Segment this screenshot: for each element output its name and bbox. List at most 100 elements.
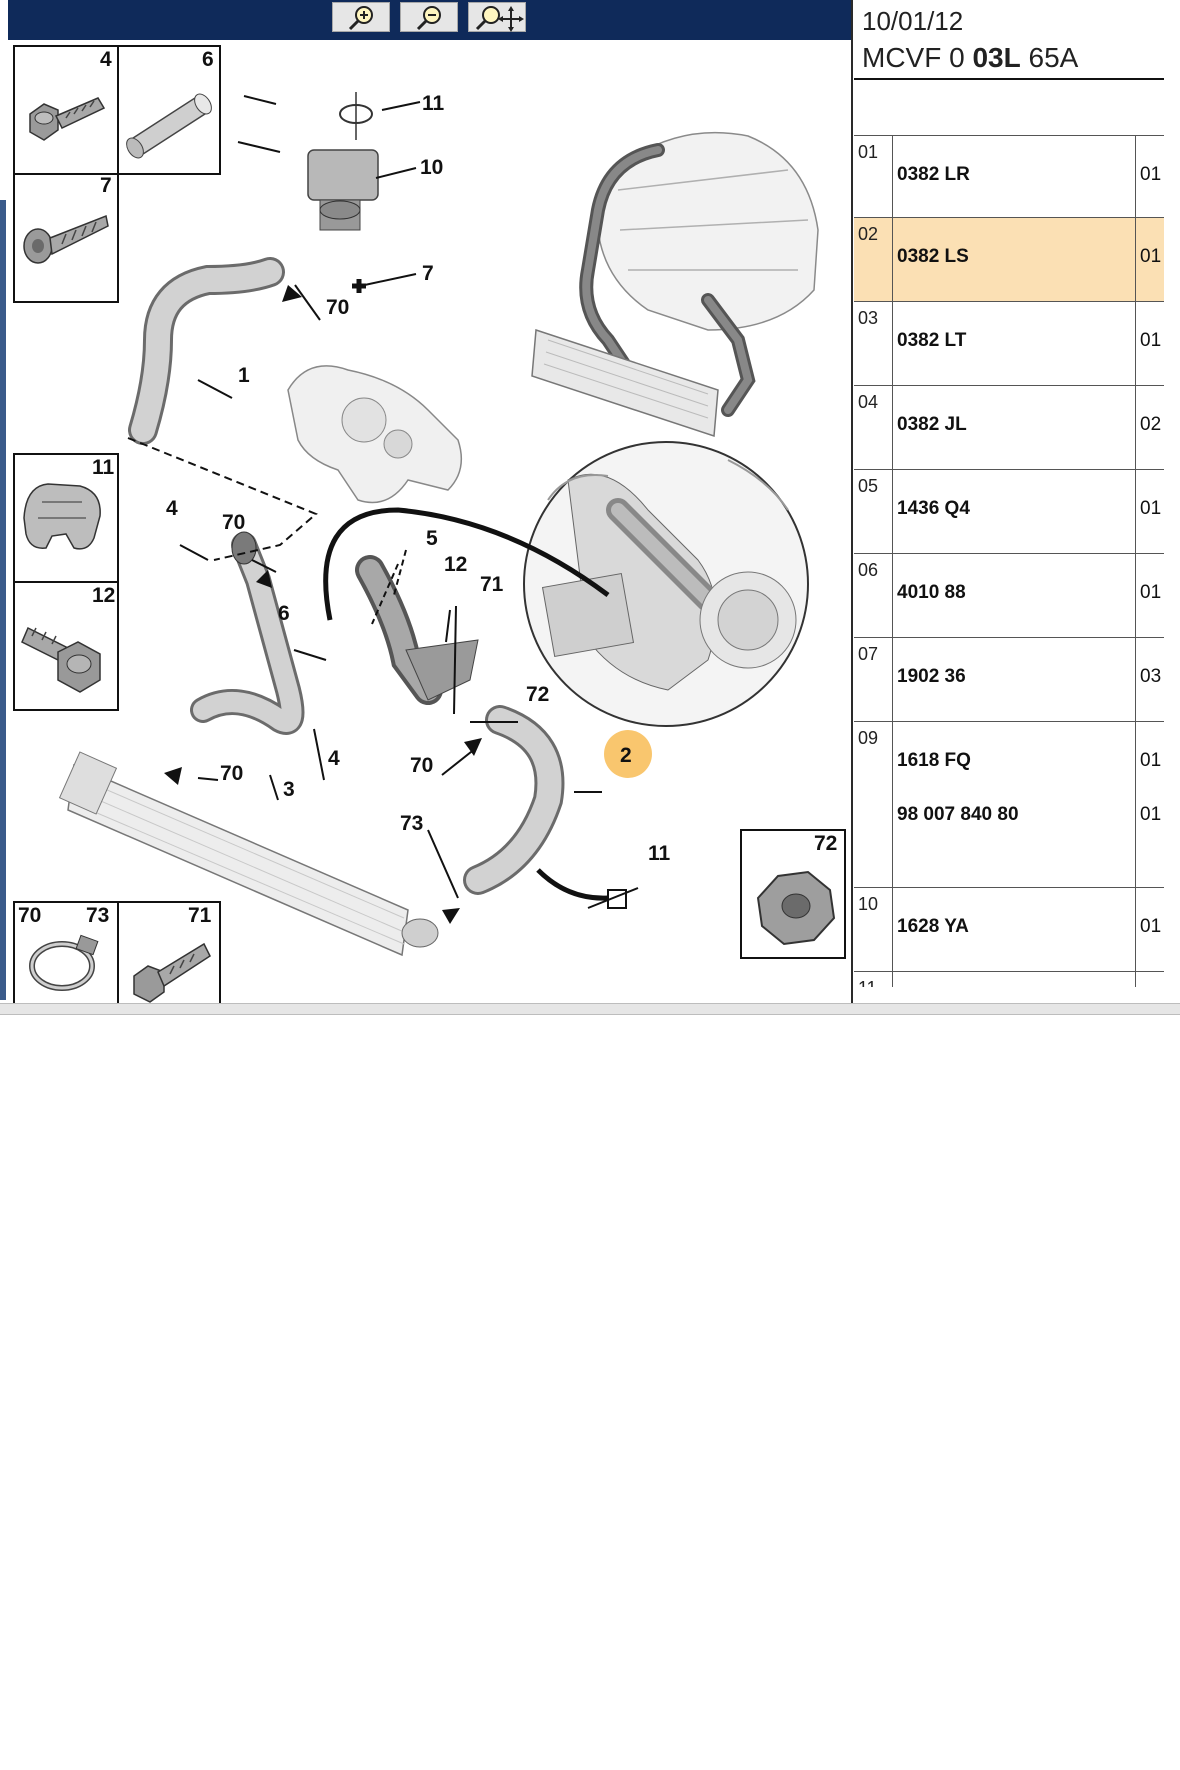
table-row-selected[interactable]: 02 0382 LS 01: [854, 217, 1164, 302]
leader-lines: [127, 95, 639, 909]
zoom-in-button[interactable]: [332, 2, 390, 32]
parts-table-viewport: 01 0382 LR 01 02 0382 LS 01 03 0382 LT 0…: [854, 135, 1164, 987]
parts-table: 01 0382 LR 01 02 0382 LS 01 03 0382 LT 0…: [854, 135, 1164, 987]
inset-label-6: 6: [202, 48, 214, 71]
row-reference: 1436 Q4: [892, 469, 1136, 554]
row-quantity: 03: [1135, 637, 1164, 722]
row-index: 04: [854, 385, 893, 470]
table-row[interactable]: 10 1628 YA 01: [854, 887, 1164, 972]
inset-label-72: 72: [814, 832, 837, 855]
catalog-code-bold: 03L: [972, 42, 1021, 73]
row-quantity: 01 01: [1135, 721, 1164, 888]
catalog-code-prefix: MCVF 0: [862, 42, 973, 73]
horizontal-scrollbar[interactable]: [0, 1003, 1180, 1015]
inset-box-clamp-70-73[interactable]: 70 73: [13, 901, 119, 1003]
row-index: 09: [854, 721, 893, 888]
row-quantity: [1135, 971, 1164, 987]
diagram-viewer: 4 6 7: [8, 0, 853, 1003]
callout-70-right[interactable]: 70: [410, 754, 433, 777]
table-row-partial[interactable]: 11: [854, 971, 1164, 987]
inset-label-73: 73: [86, 904, 109, 927]
zoom-pan-button[interactable]: [468, 2, 526, 32]
inset-box-nut-72[interactable]: 72: [740, 829, 846, 959]
row-reference: 4010 88: [892, 553, 1136, 638]
inset-box-clip-11[interactable]: 11: [13, 453, 119, 583]
callout-71[interactable]: 71: [480, 573, 504, 596]
zoom-out-button[interactable]: [400, 2, 458, 32]
row-quantity: 02: [1135, 385, 1164, 470]
detail-zoom-circle: [523, 441, 809, 727]
callout-73[interactable]: 73: [400, 812, 423, 835]
callout-5[interactable]: 5: [426, 527, 438, 550]
valve-9-illustration: [307, 92, 379, 231]
row-index: 11: [854, 971, 893, 987]
screw-7-marker: [352, 279, 366, 293]
zoom-in-icon: [348, 6, 373, 31]
pipe-5-illustration: [355, 555, 479, 705]
callout-7[interactable]: 7: [422, 262, 434, 285]
row-reference: 0382 JL: [892, 385, 1136, 470]
table-row[interactable]: 07 1902 36 03: [854, 637, 1164, 722]
exploded-parts-diagram: 4 6 7: [13, 45, 846, 1003]
inset-box-bolt-4[interactable]: 4: [13, 45, 119, 175]
callout-4-top[interactable]: 4: [166, 497, 178, 520]
inset-label-4: 4: [100, 48, 112, 71]
callout-10[interactable]: 11: [422, 92, 445, 115]
table-row[interactable]: 04 0382 JL 02: [854, 385, 1164, 470]
catalog-code-suffix: 65A: [1020, 42, 1079, 73]
row-reference: 0382 LS: [892, 217, 1136, 302]
table-row[interactable]: 03 0382 LT 01: [854, 301, 1164, 386]
callout-6[interactable]: 6: [278, 602, 290, 625]
row-index: 07: [854, 637, 893, 722]
callout-11[interactable]: 11: [648, 842, 671, 865]
row-quantity: 01: [1135, 469, 1164, 554]
zoom-out-icon: [416, 6, 441, 31]
callout-4-bottom[interactable]: 4: [328, 747, 340, 770]
bolt-12-illustration: [21, 626, 101, 693]
callout-2-highlight[interactable]: 2: [604, 730, 652, 778]
row-index: 06: [854, 553, 893, 638]
table-row[interactable]: 05 1436 Q4 01: [854, 469, 1164, 554]
row-index: 05: [854, 469, 893, 554]
callout-70-left[interactable]: 70: [220, 762, 243, 785]
inset-label-71: 71: [188, 904, 212, 927]
inset-box-bolt-71[interactable]: 71: [117, 901, 221, 1003]
callout-3[interactable]: 3: [283, 778, 295, 801]
row-index: 03: [854, 301, 893, 386]
bolt-4-illustration: [29, 97, 106, 141]
table-row[interactable]: 09 1618 FQ 98 007 840 80 01 01: [854, 721, 1164, 888]
catalog-code: MCVF 0 03L 65A: [862, 42, 1078, 74]
pipe-3-illustration: [190, 531, 305, 735]
inset-label-12: 12: [92, 584, 115, 607]
inset-box-screw-7[interactable]: 7: [13, 173, 119, 303]
window-edge: [0, 200, 6, 1000]
callout-12[interactable]: 12: [444, 553, 467, 576]
arrow-markers: [164, 285, 482, 924]
table-row[interactable]: 01 0382 LR 01: [854, 135, 1164, 218]
callout-70-mid[interactable]: 70: [222, 511, 245, 534]
row-quantity-primary: 01: [1140, 750, 1162, 771]
row-quantity-secondary: 01: [1140, 804, 1162, 825]
row-index: 01: [854, 135, 893, 218]
row-quantity: 01: [1135, 217, 1164, 302]
table-row[interactable]: 06 4010 88 01: [854, 553, 1164, 638]
hose-2-illustration: [463, 705, 565, 895]
engine-overview-illustration: [531, 131, 819, 438]
inset-box-hose-6[interactable]: 6: [117, 45, 221, 175]
callout-9[interactable]: 10: [420, 156, 443, 179]
zoom-pan-icon: [475, 6, 524, 32]
callout-72[interactable]: 72: [526, 683, 549, 706]
callout-1[interactable]: 1: [238, 364, 250, 387]
row-reference-secondary: 98 007 840 80: [897, 804, 1019, 825]
header-divider: [854, 78, 1164, 80]
callout-2[interactable]: 2: [620, 744, 632, 767]
row-reference: [892, 971, 1136, 987]
callout-70-top[interactable]: 70: [326, 296, 349, 319]
inset-box-bolt-12[interactable]: 12: [13, 581, 119, 711]
turbocharger-illustration: [287, 365, 463, 504]
row-reference: 1628 YA: [892, 887, 1136, 972]
row-reference-primary: 1618 FQ: [897, 750, 971, 771]
screw-7-illustration: [23, 214, 109, 264]
row-reference: 1618 FQ 98 007 840 80: [892, 721, 1136, 888]
inset-label-11: 11: [92, 456, 115, 479]
